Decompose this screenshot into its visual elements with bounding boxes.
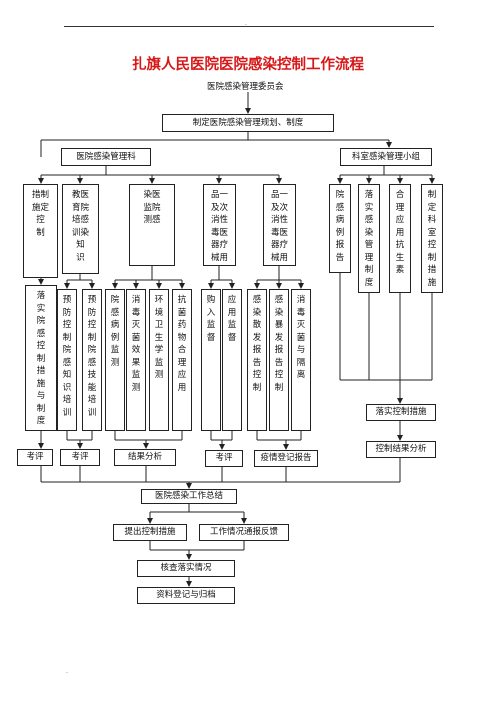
education-training-box: 教医 育院 培感 训染 知 识 — [62, 184, 99, 274]
page-title: 扎旗人民医院医院感染控制工作流程 — [132, 57, 364, 73]
control-analysis-box: 控制结果分析 — [366, 441, 436, 458]
committee-label: 医院感染管理委员会 — [207, 82, 284, 92]
disinfection-monitoring-box: 消 毒 灭 菌 效 果 监 测 — [126, 289, 146, 431]
outbreak-report-box: 感 染 暴 发 报 告 控 制 — [269, 289, 289, 431]
result-analysis-box: 结果分析 — [114, 449, 176, 466]
header-dot: . — [245, 20, 247, 27]
case-report-box: 院 感 病 例 报 告 — [329, 184, 351, 273]
knowledge-training-box: 预 防 控 制 院 感 知 识 培 训 — [57, 289, 77, 431]
propose-measures-box: 提出控制措施 — [113, 524, 187, 541]
isolation-box: 消 毒 灭 菌 与 隔 离 — [291, 289, 311, 431]
evaluation-box-3: 考评 — [205, 450, 243, 467]
antibiotics-box: 合 理 应 用 抗 生 素 — [389, 184, 411, 293]
sporadic-report-box: 感 染 散 发 报 告 控 制 — [247, 289, 267, 431]
control-measures-box: 措制 施定 控 制 — [23, 184, 58, 278]
implement-rules-box: 落 实 感 染 管 理 制 度 — [358, 184, 380, 293]
implement-measures-box: 落 实 院 感 控 制 措 施 与 制 度 — [25, 285, 57, 431]
dept-group-box: 科室感染管理小组 — [340, 148, 432, 166]
footer-dot: . — [66, 668, 68, 675]
check-implementation-box: 核查落实情况 — [137, 560, 235, 577]
environment-monitoring-box: 环 境 卫 生 学 监 测 — [149, 289, 169, 431]
disposable-items-box-2: 品一 及次 消性 毒医 器疗 械用 — [263, 184, 296, 266]
evaluation-box-1: 考评 — [17, 449, 53, 466]
header-rule — [64, 26, 434, 27]
plan-box: 制定医院感染管理规划、制度 — [162, 114, 334, 132]
case-monitoring-box: 院 感 病 例 监 测 — [105, 289, 125, 431]
work-summary-box: 医院感染工作总结 — [141, 489, 237, 504]
evaluation-box-2: 考评 — [60, 449, 100, 466]
implement-control-box: 落实控制措施 — [366, 404, 436, 421]
archive-box: 资料登记与归档 — [137, 587, 235, 604]
antibacterial-use-box: 抗 菌 药 物 合 理 应 用 — [172, 289, 192, 431]
dept-measures-box: 制 定 科 室 控 制 措 施 — [421, 184, 443, 293]
purchase-supervision-box: 购 入 监 督 — [201, 289, 221, 431]
epidemic-report-box: 疫情登记报告 — [254, 450, 318, 467]
infection-monitoring-box: 染医 监院 测感 — [129, 184, 175, 266]
use-supervision-box: 应 用 监 督 — [222, 289, 242, 431]
feedback-box: 工作情况通报反馈 — [199, 524, 289, 541]
skills-training-box: 预 防 控 制 院 感 技 能 培 训 — [82, 289, 102, 431]
infection-dept-box: 医院感染管理科 — [61, 148, 151, 166]
disposable-items-box-1: 品一 及次 消性 毒医 器疗 械用 — [203, 184, 236, 266]
